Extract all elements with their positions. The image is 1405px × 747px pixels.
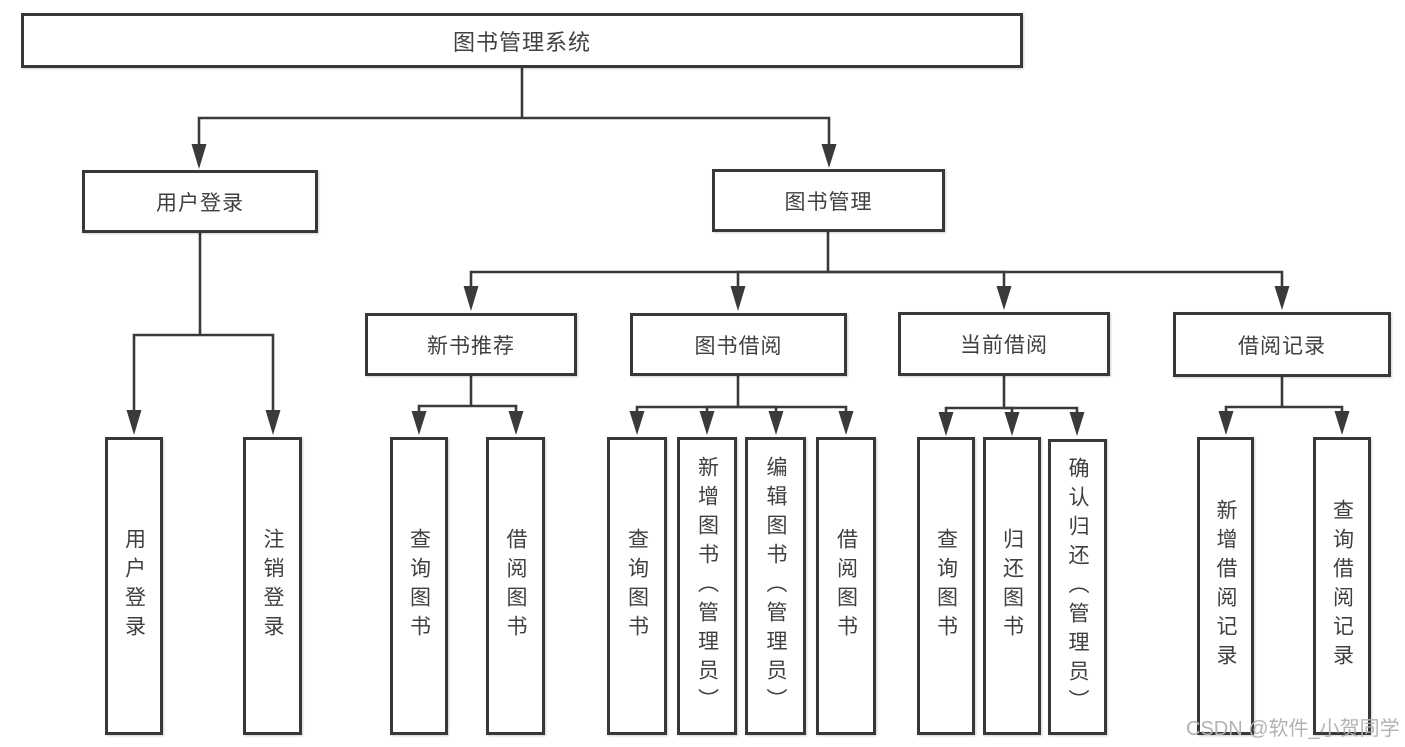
node-label: 归还图书 [1000, 528, 1024, 644]
node-label: 查询图书 [625, 528, 649, 644]
node-label: 查询借阅记录 [1330, 499, 1354, 673]
leaf-logout-login: 注销登录 [243, 437, 302, 735]
node-label: 新书推荐 [427, 334, 515, 358]
leaf-record-query-borrow-record: 查询借阅记录 [1313, 437, 1371, 735]
node-label: 用户登录 [156, 191, 244, 215]
edges-new-book-recommend [411, 376, 524, 435]
leaf-user-login: 用户登录 [105, 437, 163, 735]
node-book-management-system: 图书管理系统 [21, 13, 1023, 68]
node-new-book-recommend: 新书推荐 [365, 313, 577, 376]
leaf-borrow-add-book-admin: 新增图书（管理员） [677, 437, 737, 735]
node-label: 编辑图书（管理员） [764, 455, 787, 717]
edges-book-management [463, 232, 1290, 311]
edges-borrow-record [1218, 377, 1350, 435]
node-label: 图书管理系统 [452, 29, 591, 55]
node-label: 用户登录 [122, 528, 146, 644]
node-label: 注销登录 [261, 528, 284, 644]
node-user-login: 用户登录 [82, 170, 318, 233]
node-label: 图书管理 [784, 190, 873, 214]
node-label: 借阅图书 [504, 528, 527, 644]
node-label: 借阅图书 [834, 528, 858, 644]
leaf-newbook-borrow-book: 借阅图书 [486, 437, 545, 735]
leaf-record-add-borrow-record: 新增借阅记录 [1197, 437, 1254, 735]
node-label: 查询图书 [407, 528, 431, 644]
node-borrow-record: 借阅记录 [1173, 312, 1391, 377]
node-label: 图书借阅 [694, 334, 783, 358]
edges-current-borrow [938, 376, 1085, 436]
node-label: 借阅记录 [1238, 334, 1326, 358]
edges-book-borrow [629, 376, 854, 435]
node-book-borrow: 图书借阅 [630, 313, 847, 376]
node-label: 新增图书（管理员） [695, 455, 719, 717]
leaf-current-query-book: 查询图书 [917, 437, 975, 735]
leaf-newbook-query-book: 查询图书 [390, 437, 448, 735]
leaf-current-confirm-return-admin: 确认归还（管理员） [1048, 439, 1107, 735]
leaf-current-return-book: 归还图书 [983, 437, 1041, 735]
leaf-borrow-borrow-book: 借阅图书 [816, 437, 876, 735]
node-label: 当前借阅 [960, 334, 1048, 357]
leaf-borrow-query-book: 查询图书 [607, 437, 667, 735]
node-label: 查询图书 [934, 528, 958, 644]
edges-user-login [126, 233, 281, 435]
node-current-borrow: 当前借阅 [898, 312, 1110, 376]
leaf-borrow-edit-book-admin: 编辑图书（管理员） [745, 437, 806, 735]
node-label: 新增借阅记录 [1214, 499, 1237, 673]
edges-root [191, 68, 837, 169]
watermark: CSDN @软件_小贺同学 [1186, 718, 1400, 740]
node-book-management: 图书管理 [712, 169, 945, 232]
node-label: 确认归还（管理员） [1066, 456, 1089, 718]
